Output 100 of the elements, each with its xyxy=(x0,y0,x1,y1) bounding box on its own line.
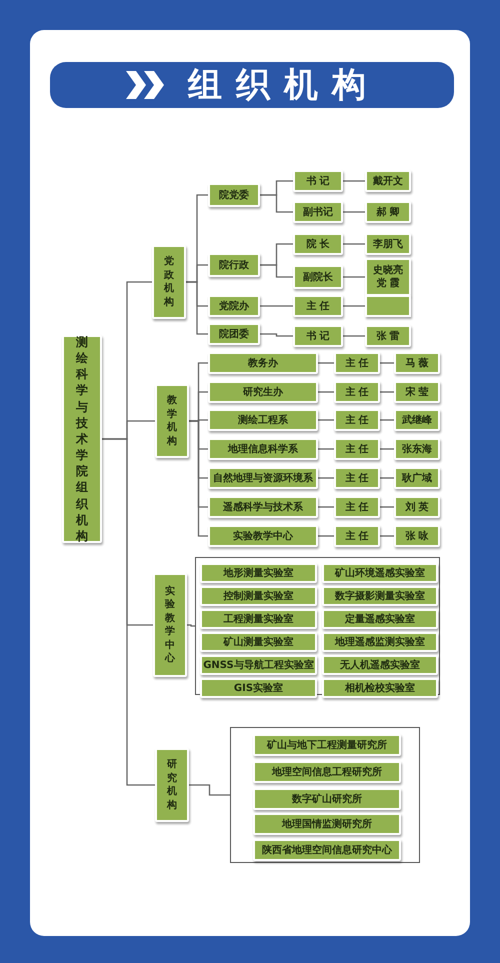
connector-line xyxy=(343,335,365,337)
connector-line xyxy=(318,391,334,393)
org-box xyxy=(153,573,187,677)
org-box xyxy=(208,323,260,345)
box-label: 地理空间信息工程研究所 xyxy=(272,766,382,778)
connector-line xyxy=(380,391,394,393)
connector-line xyxy=(380,506,394,508)
box-label: 宋 莹 xyxy=(405,386,429,398)
box-label: 遥感科学与技术系 xyxy=(223,500,303,514)
connector-line xyxy=(260,305,293,307)
box-label: 马 薇 xyxy=(405,356,429,370)
box-label: 主 任 xyxy=(345,530,369,542)
org-box xyxy=(253,761,401,783)
connector-line xyxy=(102,438,155,786)
box-label: 张 雷 xyxy=(376,330,400,342)
org-box xyxy=(293,295,343,317)
box-label: 院行政 xyxy=(219,258,249,272)
connector-line xyxy=(343,305,365,307)
connector-line xyxy=(189,420,208,537)
connector-line xyxy=(343,276,365,278)
connector-line xyxy=(260,264,293,278)
box-label: 副院长 xyxy=(303,270,333,284)
box-label: 书 记 xyxy=(306,174,330,188)
org-box xyxy=(394,409,440,431)
org-box xyxy=(253,788,401,810)
vertical-label: 教学机构 xyxy=(167,394,177,448)
box-label: 史晓亮 xyxy=(373,264,403,277)
box-label: 矿山环境遥感实验室 xyxy=(335,566,425,580)
org-box xyxy=(334,525,380,547)
box-label: 书 记 xyxy=(306,330,330,342)
connector-line xyxy=(380,362,394,364)
org-box xyxy=(208,467,318,489)
org-box xyxy=(322,632,438,652)
org-box xyxy=(365,233,411,255)
connector-line xyxy=(343,243,365,245)
vertical-label: 研究机构 xyxy=(167,758,177,812)
box-label: 自然地理与资源环境系 xyxy=(213,472,313,484)
connector-line xyxy=(343,180,365,182)
org-box xyxy=(253,839,401,861)
box-label: 矿山与地下工程测量研究所 xyxy=(267,738,387,752)
org-box xyxy=(394,467,440,489)
connector-line xyxy=(380,535,394,537)
connector-line xyxy=(380,448,394,450)
org-box xyxy=(155,384,189,458)
org-box xyxy=(208,352,318,374)
box-label: 副书记 xyxy=(303,206,333,218)
box-label: 陕西省地理空间信息研究中心 xyxy=(262,844,392,856)
box-label: 戴开文 xyxy=(373,174,403,188)
box-label: 地形测量实验室 xyxy=(224,566,294,580)
org-box xyxy=(155,748,189,822)
group-frame xyxy=(195,557,440,695)
connector-line xyxy=(260,194,293,213)
box-label: 无人机遥感实验室 xyxy=(340,658,420,672)
org-box xyxy=(200,586,317,606)
box-label: 主 任 xyxy=(345,414,369,426)
org-box xyxy=(365,201,411,223)
org-box xyxy=(200,563,317,583)
connector-line xyxy=(318,362,334,364)
org-box xyxy=(322,678,438,698)
box-label: 刘 英 xyxy=(405,500,429,514)
empty-box xyxy=(365,295,411,317)
box-label: 数字摄影测量实验室 xyxy=(335,590,425,602)
box-label: 院党委 xyxy=(219,188,249,202)
org-box xyxy=(322,586,438,606)
box-label: 主 任 xyxy=(345,356,369,370)
org-box xyxy=(334,438,380,460)
org-box xyxy=(208,253,260,277)
org-box xyxy=(334,409,380,431)
org-box xyxy=(322,609,438,629)
org-box xyxy=(322,563,438,583)
box-label: 主 任 xyxy=(345,442,369,456)
box-label: 张 咏 xyxy=(405,530,429,542)
title-text: 组织机构 xyxy=(188,64,380,107)
org-box xyxy=(200,655,317,675)
box-label: 主 任 xyxy=(345,500,369,514)
box-label: 定量遥感实验室 xyxy=(345,612,415,626)
box-label: 工程测量实验室 xyxy=(224,612,294,626)
box-label: 实验教学中心 xyxy=(233,530,293,542)
box-label: 武继峰 xyxy=(402,414,432,426)
box-label: 教务办 xyxy=(248,356,278,370)
org-box xyxy=(293,325,343,347)
box-label: 数字矿山研究所 xyxy=(292,792,362,806)
box-label: 地理遥感监测实验室 xyxy=(335,636,425,648)
box-label: 研究生办 xyxy=(243,386,283,398)
org-box xyxy=(152,245,186,319)
org-box xyxy=(208,409,318,431)
box-label: 郝 卿 xyxy=(376,206,400,218)
box-label: GIS实验室 xyxy=(234,682,284,694)
group-frame xyxy=(230,727,420,863)
org-box xyxy=(334,352,380,374)
org-box xyxy=(334,381,380,403)
org-box xyxy=(200,632,317,652)
connector-line xyxy=(186,281,208,335)
box-label: 测绘工程系 xyxy=(238,414,288,426)
connector-line xyxy=(380,477,394,479)
org-box xyxy=(208,438,318,460)
org-box xyxy=(253,734,401,756)
org-box xyxy=(200,609,317,629)
org-box xyxy=(365,325,411,347)
box-label: 张东海 xyxy=(402,442,432,456)
